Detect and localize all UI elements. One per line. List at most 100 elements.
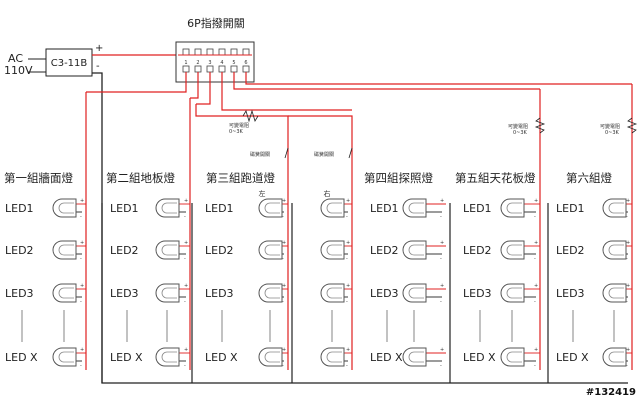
group-label-3: 第三組跑道燈 bbox=[206, 171, 275, 185]
led-label-c3-r1: LED1 bbox=[205, 202, 234, 215]
led-plus-c3-r4: + bbox=[282, 347, 286, 353]
led-lens-c7-r2 bbox=[608, 244, 624, 256]
led-label-c7-r2: LED2 bbox=[556, 244, 585, 257]
led-label-c3-r4: LED X bbox=[205, 351, 238, 364]
led-plus-c3-r3: + bbox=[282, 283, 286, 289]
led-label-c7-r3: LED3 bbox=[556, 287, 585, 300]
led-label-c7-r4: LED X bbox=[556, 351, 589, 364]
led-minus-c3-r3: - bbox=[282, 299, 284, 305]
led-lens-c4-r1 bbox=[326, 202, 342, 214]
led-label-c1-r3: LED3 bbox=[5, 287, 34, 300]
led-body-c5-r3 bbox=[402, 283, 427, 303]
led-label-c7-r1: LED1 bbox=[556, 202, 585, 215]
led-lens-c5-r2 bbox=[408, 244, 424, 256]
switch-pin-number-1: 1 bbox=[184, 60, 187, 66]
led-label-c1-r1: LED1 bbox=[5, 202, 34, 215]
led-body-c4-r4 bbox=[320, 347, 345, 367]
switch-pin-4-bottom bbox=[218, 65, 226, 73]
led-body-c2-r2 bbox=[155, 240, 180, 260]
led-minus-c3-r4: - bbox=[282, 363, 284, 369]
switch-output-wire-5 bbox=[233, 72, 540, 90]
switch-output-wire-2 bbox=[190, 72, 199, 99]
led-minus-c7-r4: - bbox=[626, 363, 628, 369]
led-lens-c6-r4 bbox=[506, 351, 522, 363]
group-label-1: 第一組牆面燈 bbox=[4, 171, 73, 185]
group3-right-rail bbox=[288, 115, 353, 370]
led-minus-c5-r3: - bbox=[440, 299, 442, 305]
led-plus-c5-r4: + bbox=[440, 347, 444, 353]
switch-pin-2-bottom bbox=[194, 65, 202, 73]
led-lens-c7-r4 bbox=[608, 351, 624, 363]
led-body-c3-r3 bbox=[258, 283, 283, 303]
converter-box bbox=[45, 48, 93, 77]
led-lens-c2-r4 bbox=[161, 351, 177, 363]
led-plus-c5-r2: + bbox=[440, 240, 444, 246]
switch-output-wire-1 bbox=[86, 72, 187, 93]
group3-pot-label: 可變電阻 bbox=[229, 122, 249, 129]
led-lens-c2-r1 bbox=[161, 202, 177, 214]
led-label-c5-r3: LED3 bbox=[370, 287, 399, 300]
led-lens-c1-r2 bbox=[58, 244, 74, 256]
led-plus-c7-r2: + bbox=[626, 240, 630, 246]
led-plus-c1-r2: + bbox=[80, 240, 84, 246]
led-body-c7-r2 bbox=[602, 240, 627, 260]
led-minus-c6-r2: - bbox=[534, 256, 536, 262]
led-plus-c6-r1: + bbox=[534, 198, 538, 204]
converter-minus: - bbox=[96, 61, 100, 72]
group6-potentiometer bbox=[626, 117, 638, 134]
led-minus-c1-r2: - bbox=[80, 256, 82, 262]
led-body-c4-r3 bbox=[320, 283, 345, 303]
group3-side-left: 左 bbox=[259, 189, 266, 198]
ac-label: AC bbox=[8, 52, 23, 65]
led-plus-c5-r1: + bbox=[440, 198, 444, 204]
led-body-c1-r3 bbox=[52, 283, 77, 303]
led-lens-c2-r2 bbox=[161, 244, 177, 256]
led-plus-c4-r2: + bbox=[346, 240, 350, 246]
led-lens-c7-r3 bbox=[608, 287, 624, 299]
switch-pin-5-bottom bbox=[230, 65, 238, 73]
led-body-c4-r2 bbox=[320, 240, 345, 260]
led-minus-c2-r2: - bbox=[184, 256, 186, 262]
led-label-c5-r4: LED X bbox=[370, 351, 403, 364]
led-label-c2-r3: LED3 bbox=[110, 287, 139, 300]
led-plus-c2-r2: + bbox=[184, 240, 188, 246]
switch-pin-number-5: 5 bbox=[232, 60, 235, 66]
diagram-title: 6P指撥開關 bbox=[187, 16, 245, 30]
led-body-c7-r4 bbox=[602, 347, 627, 367]
led-label-c3-r2: LED2 bbox=[205, 244, 234, 257]
led-plus-c6-r3: + bbox=[534, 283, 538, 289]
led-body-c4-r1 bbox=[320, 198, 345, 218]
led-lens-c5-r1 bbox=[408, 202, 424, 214]
group5-pot-label: 可變電阻 bbox=[508, 123, 528, 130]
led-minus-c5-r1: - bbox=[440, 214, 442, 220]
led-minus-c1-r1: - bbox=[80, 214, 82, 220]
switch-pin-5-top bbox=[230, 48, 238, 56]
led-lens-c1-r3 bbox=[58, 287, 74, 299]
switch-output-wire-4 bbox=[221, 72, 352, 111]
led-body-c1-r4 bbox=[52, 347, 77, 367]
led-body-c6-r1 bbox=[500, 198, 525, 218]
led-body-c3-r1 bbox=[258, 198, 283, 218]
switch-pin-number-2: 2 bbox=[196, 60, 199, 66]
group5-pot-range: 0~3K bbox=[513, 130, 528, 136]
group-label-4: 第四組探照燈 bbox=[364, 171, 433, 185]
led-body-c6-r3 bbox=[500, 283, 525, 303]
led-body-c6-r4 bbox=[500, 347, 525, 367]
switch-pin-number-3: 3 bbox=[208, 60, 211, 66]
group-label-5: 第五組天花板燈 bbox=[455, 171, 536, 185]
switch-pin-6-bottom bbox=[242, 65, 250, 73]
led-lens-c2-r3 bbox=[161, 287, 177, 299]
led-body-c5-r4 bbox=[402, 347, 427, 367]
led-label-c6-r1: LED1 bbox=[463, 202, 492, 215]
led-minus-c7-r1: - bbox=[626, 214, 628, 220]
led-label-c2-r2: LED2 bbox=[110, 244, 139, 257]
led-lens-c7-r1 bbox=[608, 202, 624, 214]
led-minus-c5-r2: - bbox=[440, 256, 442, 262]
group-label-6: 第六組燈 bbox=[566, 171, 612, 185]
reed-switch-label-right: 磁簧開關 bbox=[314, 151, 334, 158]
led-body-c5-r1 bbox=[402, 198, 427, 218]
dip-switch-body bbox=[175, 41, 255, 83]
switch-pin-number-4: 4 bbox=[220, 60, 223, 66]
led-label-c1-r4: LED X bbox=[5, 351, 38, 364]
